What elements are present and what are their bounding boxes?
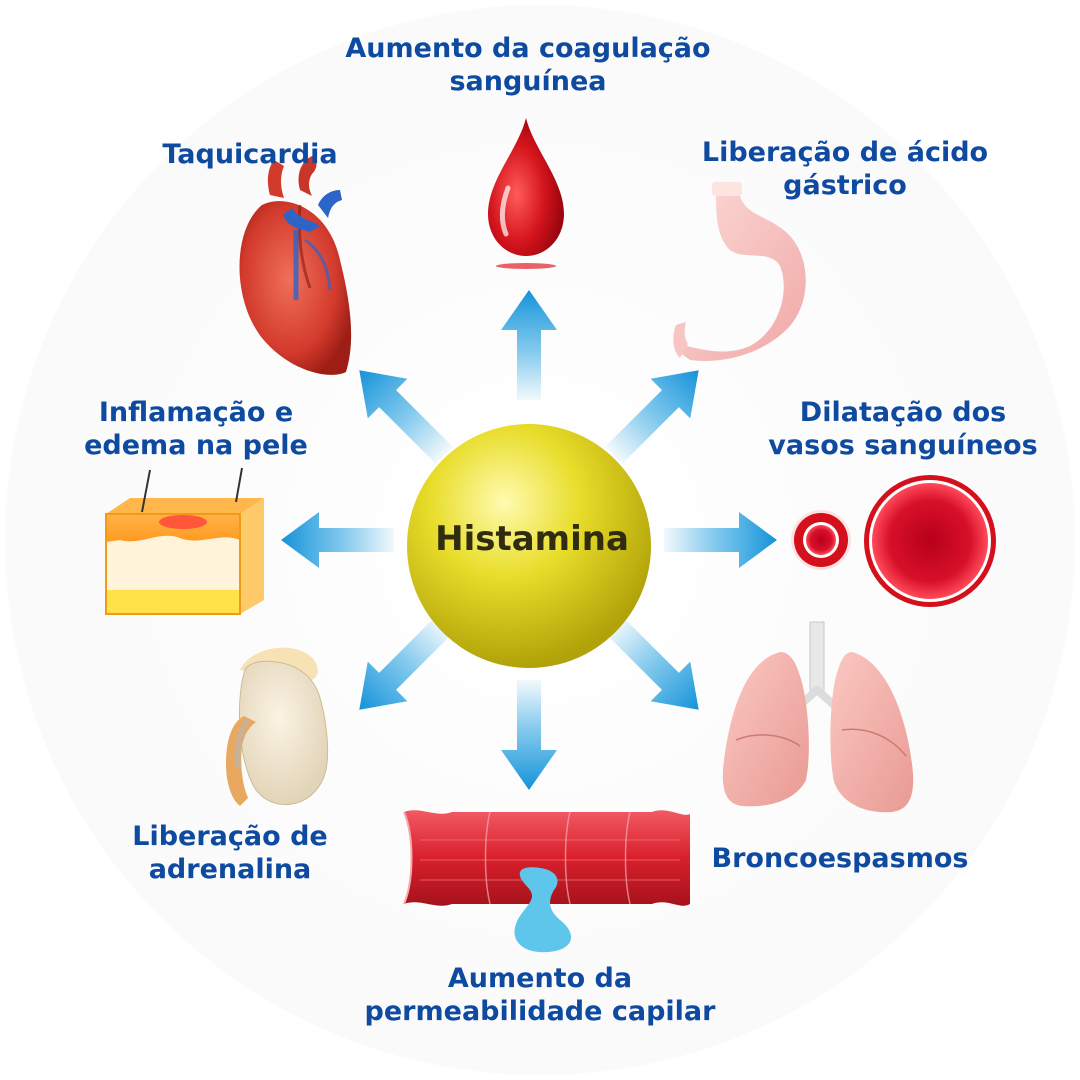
label-vasodilation: Dilatação dos vasos sanguíneos: [748, 396, 1058, 462]
skin-layers-icon: [105, 467, 264, 615]
arrow-down: [501, 680, 557, 790]
lungs-icon: [722, 621, 914, 813]
label-adrenaline-line-2: adrenalina: [148, 854, 312, 885]
label-bronchospasm-line-1: Broncoespasmos: [711, 843, 969, 874]
arrow-up: [501, 290, 557, 400]
label-gastric-acid: Liberação de ácido gástrico: [680, 136, 1010, 202]
arrow-left: [281, 512, 394, 568]
label-adrenaline-line-1: Liberação de: [132, 821, 328, 852]
stomach-icon: [673, 182, 806, 361]
heart-icon: [239, 156, 352, 375]
arrow-up-left: [359, 370, 453, 464]
label-tachycardia-line-1: Taquicardia: [162, 139, 338, 170]
label-gastric-acid-line-2: gástrico: [783, 170, 907, 201]
label-capillary-permeability: Aumento da permeabilidade capilar: [330, 962, 750, 1028]
label-gastric-acid-line-1: Liberação de ácido: [701, 137, 989, 168]
label-bronchospasm: Broncoespasmos: [690, 842, 990, 875]
label-tachycardia: Taquicardia: [140, 138, 360, 171]
blood-drop-icon: [488, 118, 564, 269]
label-adrenaline: Liberação de adrenalina: [100, 820, 360, 886]
arrow-down-left: [359, 616, 453, 710]
label-vasodilation-line-2: vasos sanguíneos: [768, 430, 1038, 461]
adrenal-gland-icon: [226, 647, 329, 806]
label-coagulation-line-1: Aumento da coagulação: [345, 33, 711, 64]
capillary-icon: [403, 810, 690, 953]
label-vasodilation-line-1: Dilatação dos: [799, 397, 1007, 428]
label-skin-inflammation: Inflamação e edema na pele: [56, 396, 336, 462]
arrow-right: [664, 512, 777, 568]
label-coagulation: Aumento da coagulação sanguínea: [318, 32, 738, 98]
label-capillary-permeability-line-2: permeabilidade capilar: [364, 996, 716, 1027]
label-skin-inflammation-line-1: Inflamação e: [98, 397, 294, 428]
label-capillary-permeability-line-1: Aumento da: [447, 963, 633, 994]
blood-vessel-icon: [791, 475, 996, 607]
hub-label: Histamina: [435, 519, 629, 559]
arrow-up-right: [605, 370, 699, 464]
arrows: [281, 290, 777, 790]
arrow-down-right: [605, 616, 699, 710]
histamine-hub: [407, 424, 651, 668]
label-coagulation-line-2: sanguínea: [449, 66, 607, 97]
label-skin-inflammation-line-2: edema na pele: [84, 430, 308, 461]
